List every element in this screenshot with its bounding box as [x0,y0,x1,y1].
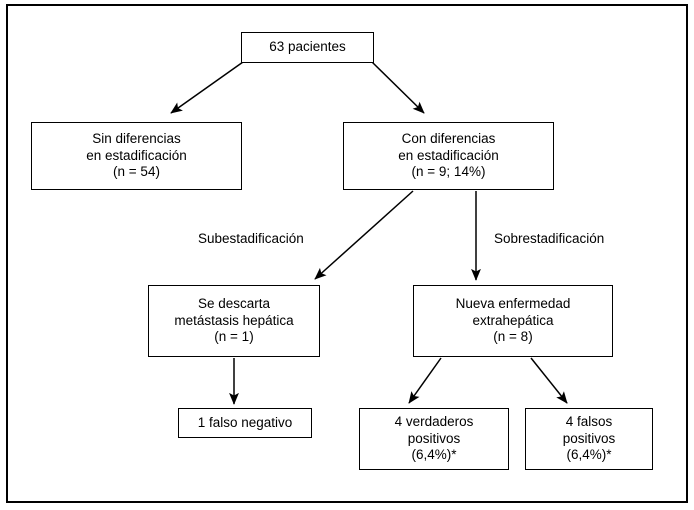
node-line: Se descarta [197,296,271,312]
node-line: extrahepática [472,312,554,328]
node-line: (6,4%)* [411,447,457,463]
node-line: en estadificación [398,147,499,163]
node-line: (n = 54) [113,164,160,180]
node-line: metástasis hepática [174,312,294,328]
node-line: en estadificación [86,147,187,163]
node-line: 63 pacientes [269,39,346,55]
node-verdaderos-positivos[interactable]: 4 verdaderos positivos (6,4%)* [359,408,509,470]
node-line: 4 verdaderos [394,414,474,430]
node-line: Sin diferencias [92,131,181,147]
node-line: (6,4%)* [566,447,612,463]
node-line: positivos [407,430,461,446]
node-con-diferencias[interactable]: Con diferencias en estadificación (n = 9… [343,122,554,190]
node-line: 1 falso negativo [197,414,293,430]
node-line: Nueva enfermedad [455,296,571,312]
node-falso-negativo[interactable]: 1 falso negativo [178,408,312,438]
node-se-descarta-metastasis[interactable]: Se descarta metástasis hepática (n = 1) [148,285,320,357]
node-line: 4 falsos [565,414,613,430]
node-total-patients[interactable]: 63 pacientes [241,32,374,63]
node-line: (n = 9; 14%) [411,164,486,180]
edge-label-sobrestadificacion: Sobrestadificación [494,231,605,246]
node-sin-diferencias[interactable]: Sin diferencias en estadificación (n = 5… [31,122,242,190]
node-line: positivos [562,430,616,446]
node-line: (n = 8) [493,329,533,345]
node-falsos-positivos[interactable]: 4 falsos positivos (6,4%)* [525,408,653,470]
edge-label-subestadificacion: Subestadificación [198,231,304,246]
node-line: Con diferencias [401,131,496,147]
node-line: (n = 1) [214,329,254,345]
node-nueva-enfermedad[interactable]: Nueva enfermedad extrahepática (n = 8) [413,285,613,357]
diagram-outer-frame [6,4,688,503]
